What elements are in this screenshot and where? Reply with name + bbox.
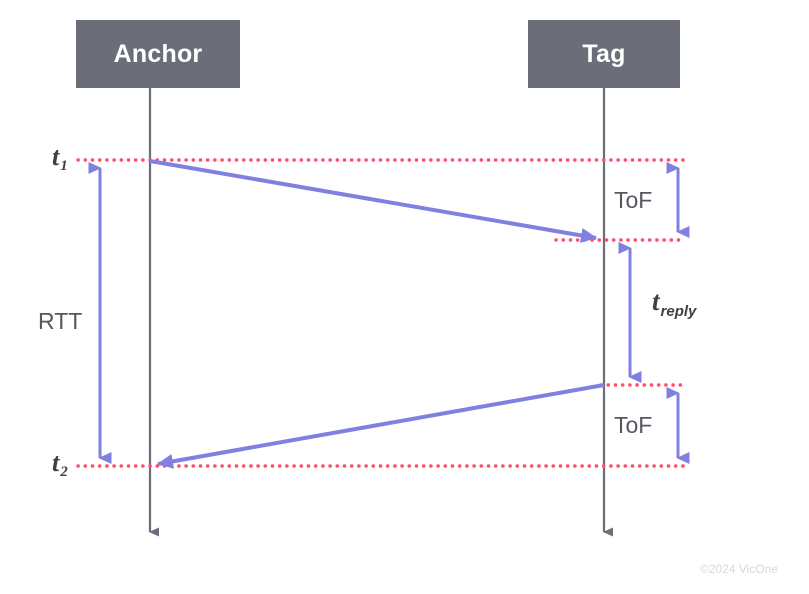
- treply-subscript: reply: [660, 303, 697, 320]
- copyright-notice: ©2024 VicOne: [700, 562, 779, 576]
- tof-lower-label: ToF: [614, 412, 653, 438]
- timestamp-label-t2: t2: [52, 448, 68, 480]
- treply-label: treply: [652, 286, 696, 320]
- response-message-arrow: [157, 383, 605, 469]
- node-box-anchor[interactable]: Anchor: [76, 20, 240, 88]
- timestamp-label-t1: t1: [52, 142, 68, 174]
- rtt-label: RTT: [38, 308, 83, 334]
- timestamp-t1-base: t: [52, 142, 60, 171]
- node-label-tag: Tag: [582, 39, 626, 68]
- treply-base: t: [652, 286, 660, 316]
- timestamp-t2-subscript: 2: [60, 464, 68, 480]
- node-label-anchor: Anchor: [113, 39, 203, 68]
- timestamp-t2-base: t: [52, 448, 60, 477]
- timestamp-t1-subscript: 1: [60, 158, 68, 174]
- poll-message-arrow: [149, 159, 597, 243]
- tof-upper-label: ToF: [614, 187, 653, 213]
- node-box-tag[interactable]: Tag: [528, 20, 680, 88]
